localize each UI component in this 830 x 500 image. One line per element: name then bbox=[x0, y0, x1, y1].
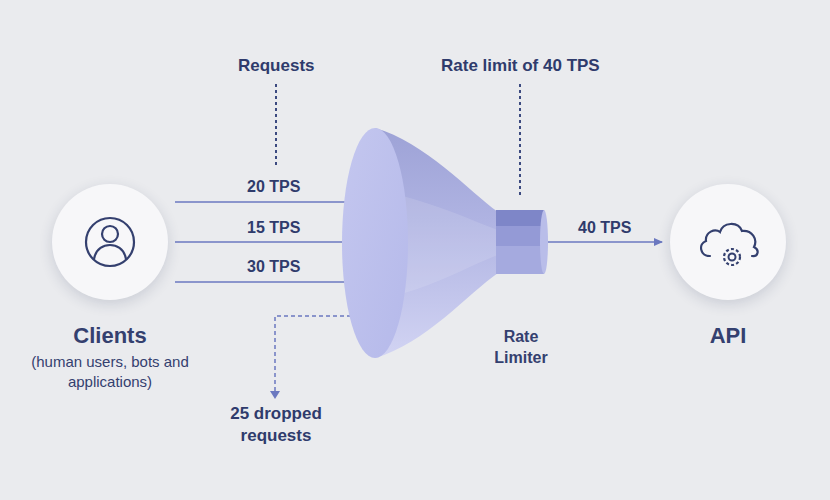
node-subtitle: (human users, bots and applications) bbox=[22, 352, 198, 391]
leader-line bbox=[275, 84, 277, 168]
edge-label: 30 TPS bbox=[247, 258, 300, 276]
flow-arrow bbox=[548, 241, 662, 243]
node-title: Rate Limiter bbox=[485, 327, 557, 369]
cloud-gear-icon bbox=[670, 184, 786, 300]
annotation-label: Requests bbox=[238, 55, 315, 77]
edge-label: 40 TPS bbox=[578, 219, 631, 237]
rate-limiter-funnel: Rate Limiter bbox=[330, 120, 560, 380]
flow-arrow bbox=[175, 201, 372, 203]
endpoint-circle: API bbox=[670, 184, 786, 300]
node-title: Clients bbox=[32, 322, 188, 351]
endpoint-circle: Clients(human users, bots and applicatio… bbox=[52, 184, 168, 300]
dropped-arrowhead bbox=[270, 391, 280, 399]
annotation-label: 25 dropped requests bbox=[211, 403, 341, 447]
user-icon bbox=[52, 184, 168, 300]
edge-label: 20 TPS bbox=[247, 178, 300, 196]
node-title: API bbox=[670, 322, 786, 351]
flow-arrow bbox=[175, 281, 372, 283]
annotation-label: Rate limit of 40 TPS bbox=[441, 55, 600, 77]
edge-label: 15 TPS bbox=[247, 219, 300, 237]
leader-line bbox=[519, 84, 521, 196]
